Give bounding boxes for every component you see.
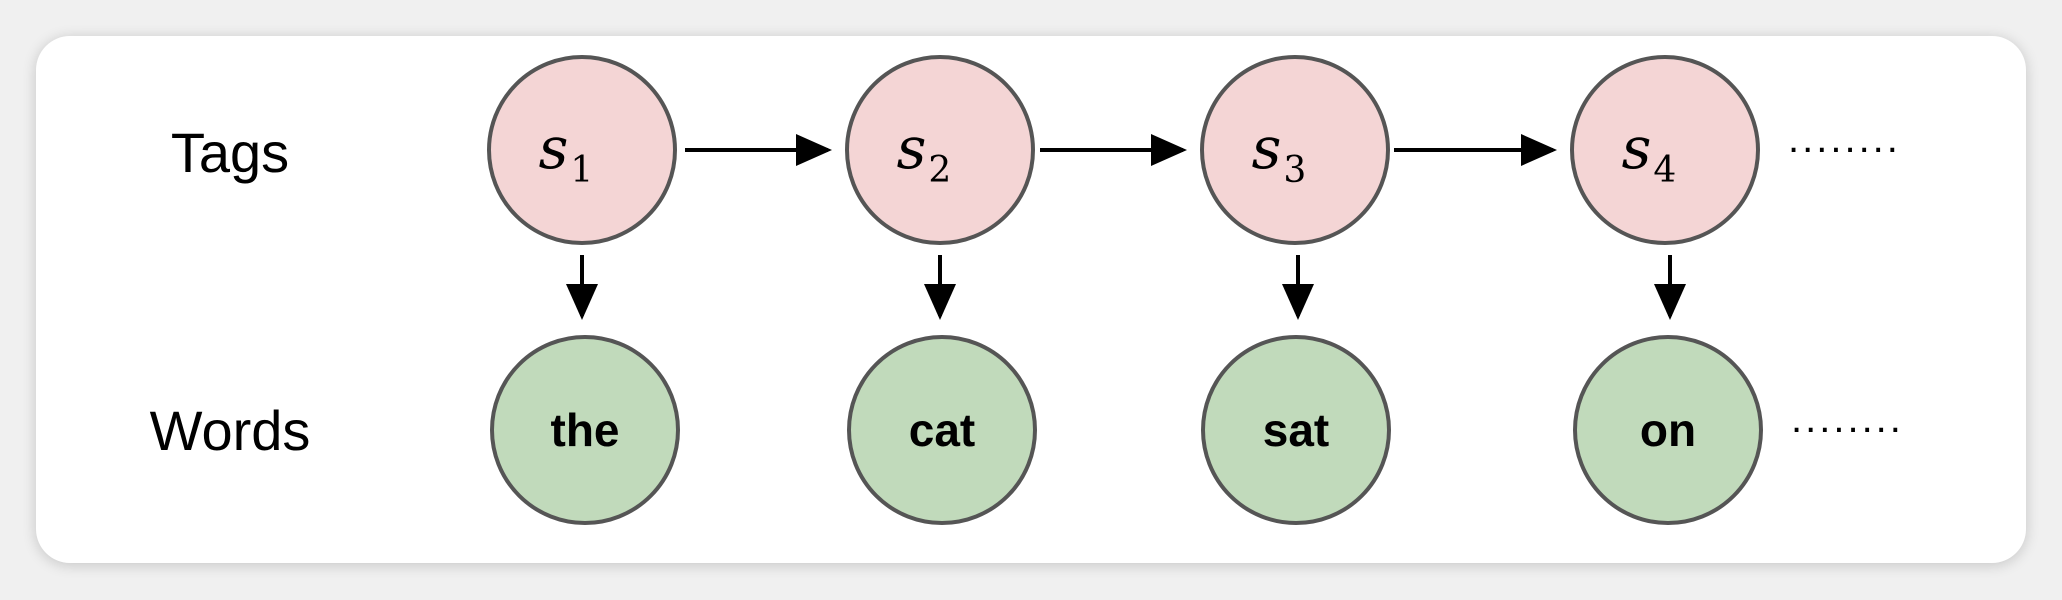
word-node-2: cat	[847, 335, 1037, 525]
word-node-3: sat	[1201, 335, 1391, 525]
tag-node-2: s2	[845, 55, 1035, 245]
tag-node-1: s1	[487, 55, 677, 245]
svg-text:s4: s4	[1622, 114, 1677, 191]
word-label: cat	[909, 404, 975, 456]
word-node-1: the	[490, 335, 680, 525]
tags-continuation-dots: ........	[1788, 117, 1901, 161]
word-label: sat	[1263, 404, 1329, 456]
tags-row-label: Tags	[171, 121, 289, 184]
word-node-4: on	[1573, 335, 1763, 525]
word-label: the	[551, 404, 620, 456]
word-label: on	[1640, 404, 1696, 456]
tag-node-3: s3	[1200, 55, 1390, 245]
words-continuation-dots: ........	[1791, 397, 1904, 441]
words-row-label: Words	[150, 399, 311, 462]
svg-text:s3: s3	[1252, 114, 1307, 191]
tag-node-4: s4	[1570, 55, 1760, 245]
svg-text:s1: s1	[539, 114, 594, 191]
svg-text:s2: s2	[897, 114, 952, 191]
